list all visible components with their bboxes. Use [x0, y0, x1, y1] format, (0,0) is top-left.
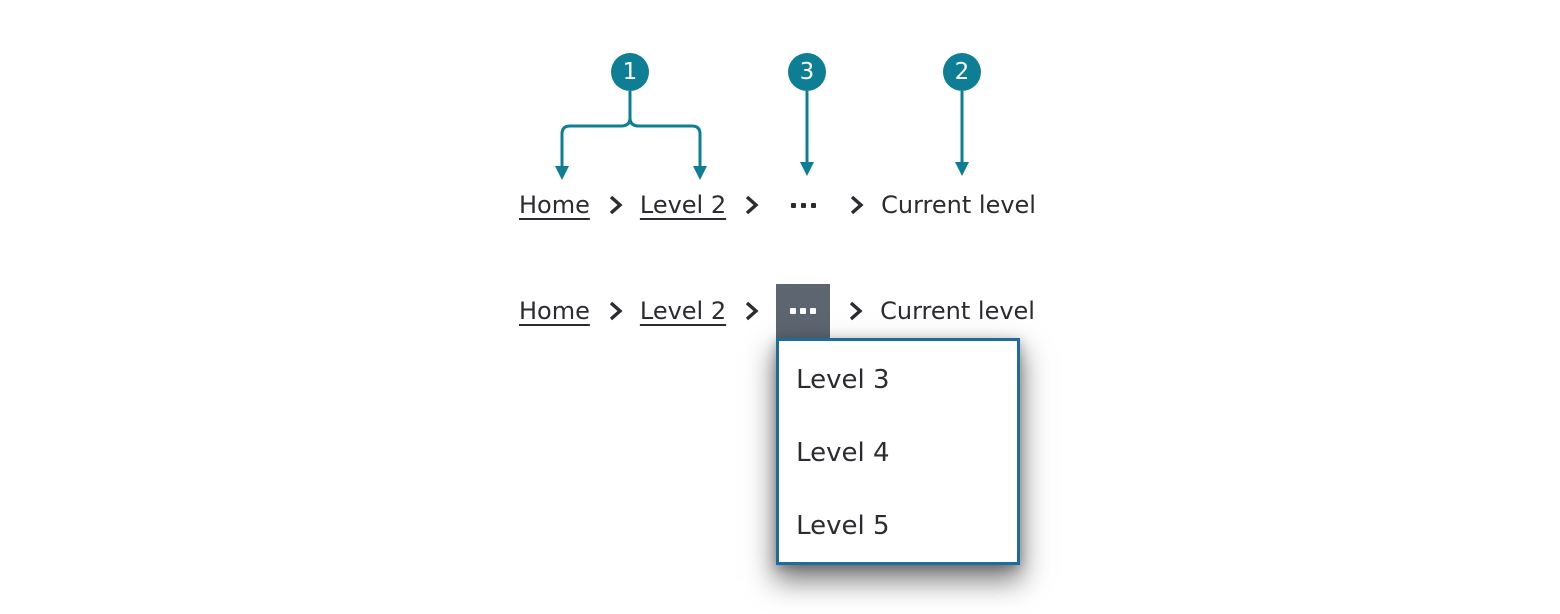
callout-1-arrowheads — [555, 166, 707, 180]
chevron-right-icon — [743, 194, 759, 216]
chevron-right-icon — [847, 300, 863, 322]
breadcrumb-link-level2[interactable]: Level 2 — [639, 297, 727, 325]
breadcrumb-link-level2[interactable]: Level 2 — [639, 191, 727, 219]
callout-1-connector — [560, 91, 702, 168]
chevron-right-icon — [607, 300, 623, 322]
breadcrumb-expanded: Home Level 2 Level 3 Level 4 Level 5 Cur… — [519, 284, 1035, 565]
breadcrumb-current-item: Current level — [880, 297, 1035, 325]
breadcrumb-overflow-anchor: Level 3 Level 4 Level 5 — [776, 284, 1021, 565]
ellipsis-icon — [790, 308, 817, 314]
callout-2-badge: 2 — [943, 53, 981, 91]
dropdown-item-level-3[interactable]: Level 3 — [796, 364, 890, 395]
breadcrumb-ellipsis-button[interactable] — [791, 202, 817, 208]
breadcrumb-default: Home Level 2 Current level — [519, 188, 1036, 222]
chevron-right-icon — [743, 300, 759, 322]
callout-3-connector — [800, 91, 814, 176]
breadcrumb-link-home[interactable]: Home — [519, 191, 590, 219]
callout-2-connector — [955, 91, 969, 176]
dropdown-item-level-4[interactable]: Level 4 — [796, 437, 890, 468]
callout-1-badge: 1 — [611, 53, 649, 91]
dropdown-item-level-5[interactable]: Level 5 — [796, 510, 890, 541]
chevron-right-icon — [607, 194, 623, 216]
callout-3-badge: 3 — [788, 53, 826, 91]
breadcrumb-link-home[interactable]: Home — [519, 297, 590, 325]
ellipsis-icon — [791, 202, 817, 208]
chevron-right-icon — [848, 194, 864, 216]
breadcrumb-ellipsis-button[interactable] — [776, 284, 831, 338]
breadcrumb-current-item: Current level — [881, 191, 1036, 219]
breadcrumb-overflow-dropdown: Level 3 Level 4 Level 5 — [776, 338, 1021, 565]
